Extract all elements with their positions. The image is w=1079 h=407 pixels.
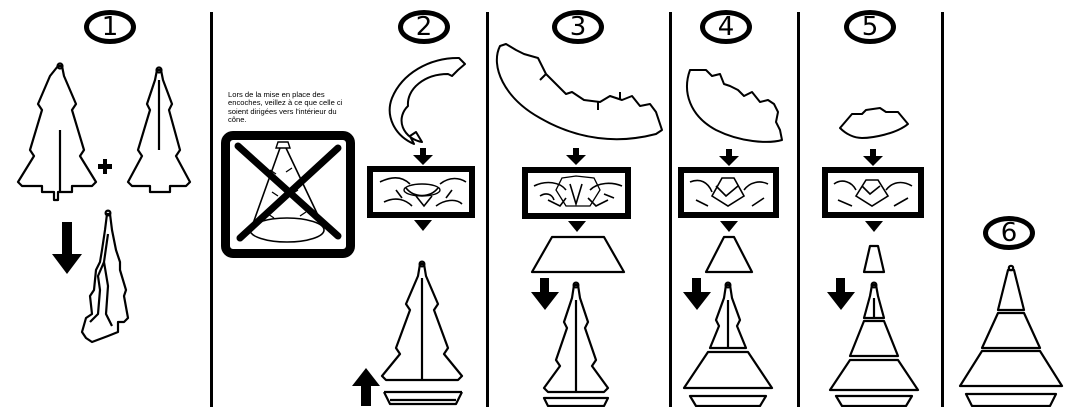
tree-with-base <box>544 283 608 406</box>
down-arrow-icon <box>827 278 855 310</box>
plus-icon <box>98 159 112 174</box>
ring-segment-large <box>497 44 662 139</box>
ring-segment-medium <box>687 70 782 142</box>
hands-assembly-frame <box>825 170 921 215</box>
tree-piece-slotted-bottom <box>128 68 190 193</box>
hands-assembly-frame <box>525 170 628 216</box>
down-arrow-icon <box>531 278 559 310</box>
hands-assembly-frame <box>681 170 776 215</box>
ring-segment-small <box>390 58 465 144</box>
down-arrow-icon <box>863 149 883 166</box>
down-arrow-icon <box>414 220 432 231</box>
down-arrow-icon <box>719 149 739 166</box>
cone-trapezoid-small <box>864 246 884 272</box>
tree-with-base <box>382 262 462 404</box>
up-arrow-icon <box>352 368 380 406</box>
assembled-tree-3d <box>82 211 128 342</box>
down-arrow-icon <box>413 148 433 165</box>
hands-assembly-frame <box>370 169 472 215</box>
finished-tree <box>960 266 1062 406</box>
down-arrow-icon <box>52 222 82 274</box>
cone-trapezoid-large <box>532 237 624 272</box>
ring-segment-tiny <box>840 108 908 138</box>
cone-trapezoid-medium <box>706 237 752 272</box>
tree-piece-slotted-top <box>18 64 96 201</box>
down-arrow-icon <box>683 278 711 310</box>
down-arrow-icon <box>568 221 586 232</box>
down-arrow-icon <box>720 221 738 232</box>
down-arrow-icon <box>566 148 586 165</box>
down-arrow-icon <box>865 221 883 232</box>
